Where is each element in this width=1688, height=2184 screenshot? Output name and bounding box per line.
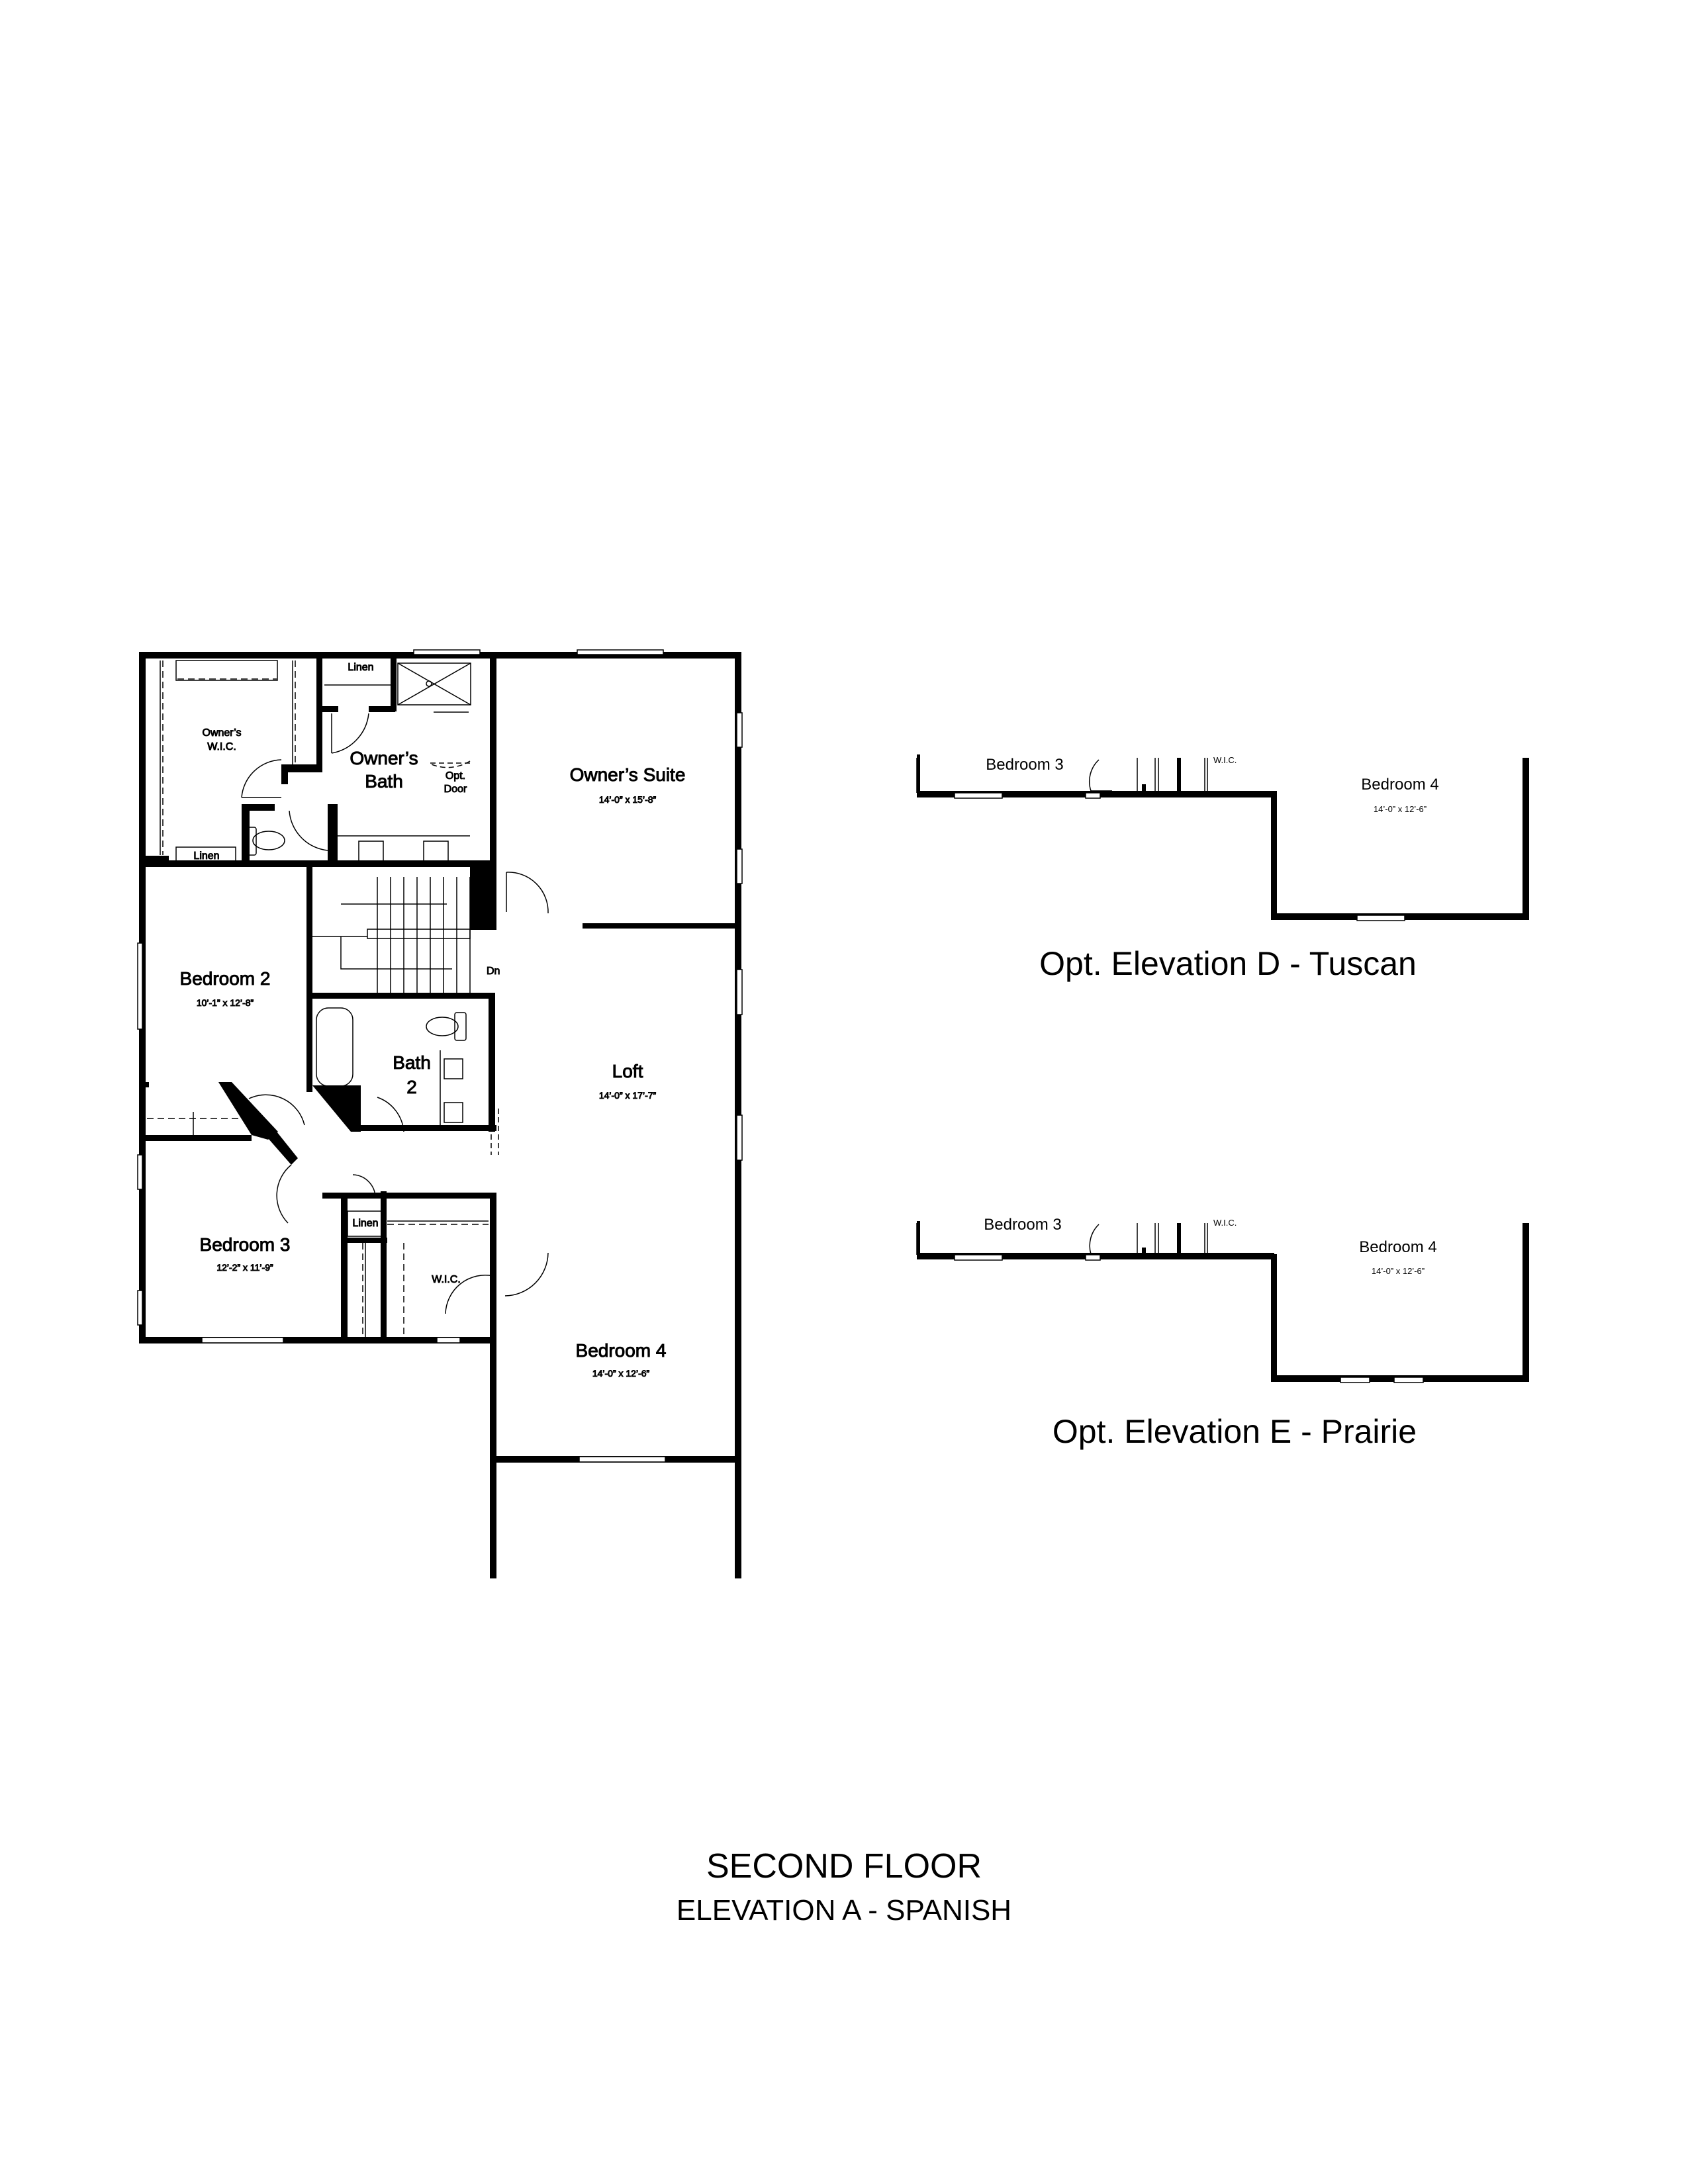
bedroom4-label: Bedroom 4 [576,1340,667,1361]
bedroom2-dims: 10’-1” x 12’-8” [197,997,254,1008]
wic-label: W.I.C. [432,1274,461,1285]
bedroom3-dims: 12’-2” x 11’-9” [216,1262,273,1273]
owners-bath-label-2: Bath [365,771,403,792]
owners-bath-label-1: Owner’s [350,748,418,768]
opt-e-wic-label: W.I.C. [1213,1218,1237,1228]
loft-label: Loft [612,1061,643,1081]
option-e-prairie-plan: Bedroom 3 W.I.C. Bedroom 4 14’-0” x 12’-… [916,1216,1529,1450]
main-floor-plan: Owner’s W.I.C. Linen Linen Owner’s Bath … [137,649,743,1578]
room-labels: Owner’s W.I.C. Linen Linen Owner’s Bath … [179,662,686,1379]
linen-wic-label: Linen [193,850,219,862]
owners-wic-label-1: Owner’s [203,727,242,739]
bath2-label-2: 2 [406,1077,417,1097]
bath2-label-1: Bath [393,1052,431,1073]
windows [137,649,743,1463]
stairs-down-label: Dn [487,966,500,977]
opt-door-label-2: Door [444,784,467,795]
opt-d-bedroom3-label: Bedroom 3 [986,756,1063,774]
linen-hall-label: Linen [352,1218,378,1229]
owners-suite-dims: 14’-0” x 15’-8” [599,794,657,805]
opt-d-bedroom4-label: Bedroom 4 [1361,776,1438,794]
option-d-tuscan-plan: Bedroom 3 W.I.C. Bedroom 4 14’-0” x 12’-… [916,754,1529,982]
bedroom2-label: Bedroom 2 [180,968,271,989]
opt-d-caption: Opt. Elevation D - Tuscan [1039,945,1417,982]
opt-d-bedroom4-dims: 14’-0” x 12’-6” [1374,804,1427,814]
owners-suite-label: Owner’s Suite [570,764,686,785]
opt-e-bedroom4-label: Bedroom 4 [1359,1238,1436,1256]
opt-e-caption: Opt. Elevation E - Prairie [1053,1413,1417,1450]
bedroom4-dims: 14’-0” x 12’-6” [592,1368,650,1379]
linen-top-label: Linen [348,662,373,673]
loft-dims: 14’-0” x 17’-7” [599,1090,657,1101]
door-swings [241,713,549,1314]
bedroom3-label: Bedroom 3 [200,1234,291,1255]
opt-e-bedroom3-label: Bedroom 3 [984,1216,1061,1234]
sheet-title: SECOND FLOOR [706,1847,982,1886]
owners-wic-label-2: W.I.C. [207,741,236,752]
opt-door-label-1: Opt. [445,770,465,782]
opt-d-wic-label: W.I.C. [1213,755,1237,765]
sheet-subtitle: ELEVATION A - SPANISH [676,1894,1012,1927]
closet-shelving [147,660,499,1337]
opt-e-bedroom4-dims: 14’-0” x 12’-6” [1372,1266,1425,1276]
